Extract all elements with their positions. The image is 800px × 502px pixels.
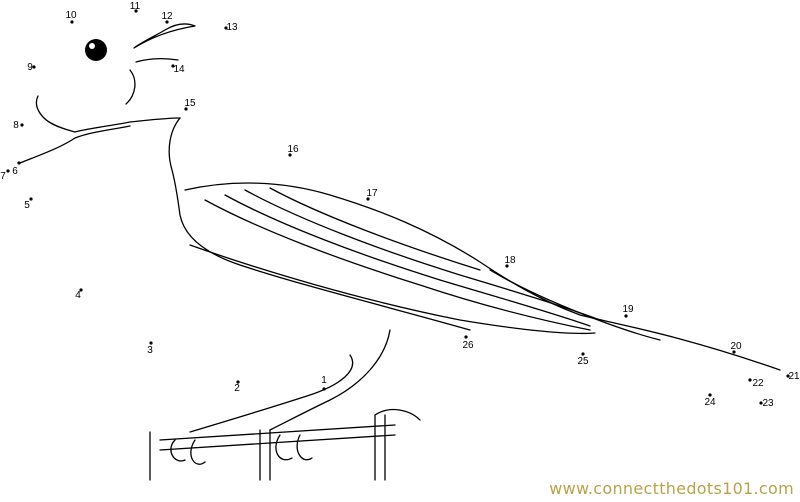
dot-label-21: 21 bbox=[788, 371, 800, 382]
dot-4 bbox=[79, 288, 83, 292]
bird-eye bbox=[85, 39, 107, 61]
numbered-dots: 1234567891011121314151617181920212223242… bbox=[0, 1, 800, 409]
wing-feather-1 bbox=[204, 199, 591, 331]
dot-label-10: 10 bbox=[65, 10, 77, 21]
dot-1 bbox=[322, 387, 326, 391]
wing-feather-3 bbox=[244, 189, 601, 321]
dot-21 bbox=[786, 374, 790, 378]
dot-label-5: 5 bbox=[24, 200, 30, 211]
dot-label-23: 23 bbox=[762, 398, 774, 409]
wing-bottom bbox=[189, 244, 596, 335]
dot-label-6: 6 bbox=[12, 166, 18, 177]
beak-upper bbox=[133, 23, 196, 49]
dot-label-19: 19 bbox=[622, 304, 634, 315]
wing-top bbox=[184, 182, 781, 371]
neck-back bbox=[168, 117, 471, 331]
dot-label-15: 15 bbox=[184, 98, 196, 109]
beak-lower bbox=[135, 58, 179, 63]
throat bbox=[35, 95, 181, 133]
dot-label-24: 24 bbox=[704, 397, 716, 408]
dot-14 bbox=[171, 64, 175, 68]
dot-label-26: 26 bbox=[462, 340, 474, 351]
bird-outline bbox=[19, 23, 781, 481]
dot-label-25: 25 bbox=[577, 356, 589, 367]
dot-label-2: 2 bbox=[234, 383, 240, 394]
dot-13 bbox=[224, 26, 228, 30]
dot-label-18: 18 bbox=[504, 255, 516, 266]
leg-front bbox=[269, 329, 391, 431]
dot-9 bbox=[32, 65, 36, 69]
dot-label-9: 9 bbox=[27, 62, 33, 73]
dot-6 bbox=[17, 161, 21, 165]
dot-label-1: 1 bbox=[321, 375, 327, 386]
dot-11 bbox=[134, 9, 138, 13]
dot-5 bbox=[29, 197, 33, 201]
wing-feather-2 bbox=[224, 194, 591, 327]
dot-7 bbox=[6, 169, 10, 173]
dot-25 bbox=[581, 352, 585, 356]
dot-15 bbox=[184, 107, 188, 111]
dot-label-13: 13 bbox=[226, 22, 238, 33]
dot-2 bbox=[236, 380, 240, 384]
dot-20 bbox=[732, 350, 736, 354]
dot-label-17: 17 bbox=[366, 188, 378, 199]
leg-back bbox=[189, 354, 354, 433]
dot-label-20: 20 bbox=[730, 341, 742, 352]
dot-label-16: 16 bbox=[287, 144, 299, 155]
dot-label-22: 22 bbox=[752, 378, 764, 389]
dot-label-4: 4 bbox=[75, 290, 81, 301]
dot-label-8: 8 bbox=[13, 120, 19, 131]
dot-label-11: 11 bbox=[130, 1, 141, 12]
dot-23 bbox=[759, 401, 763, 405]
dot-24 bbox=[708, 393, 712, 397]
wing-feather-4 bbox=[269, 187, 481, 271]
dot-17 bbox=[366, 197, 370, 201]
dot-12 bbox=[165, 20, 169, 24]
dot-18 bbox=[505, 264, 509, 268]
cheek bbox=[125, 69, 136, 105]
dot-16 bbox=[288, 153, 292, 157]
claws bbox=[170, 434, 313, 465]
dot-label-12: 12 bbox=[161, 11, 173, 22]
watermark: www.connectthedots101.com bbox=[549, 479, 794, 498]
dot-3 bbox=[149, 341, 153, 345]
dot-label-7: 7 bbox=[0, 171, 6, 182]
dot-label-3: 3 bbox=[147, 345, 153, 356]
dot-label-14: 14 bbox=[173, 64, 185, 75]
dot-22 bbox=[748, 378, 752, 382]
dot-26 bbox=[464, 335, 468, 339]
dot-8 bbox=[20, 123, 24, 127]
breast-line bbox=[19, 125, 131, 164]
tail bbox=[489, 269, 661, 341]
perch bbox=[149, 408, 421, 481]
dot-10 bbox=[70, 20, 74, 24]
dot-19 bbox=[624, 314, 628, 318]
